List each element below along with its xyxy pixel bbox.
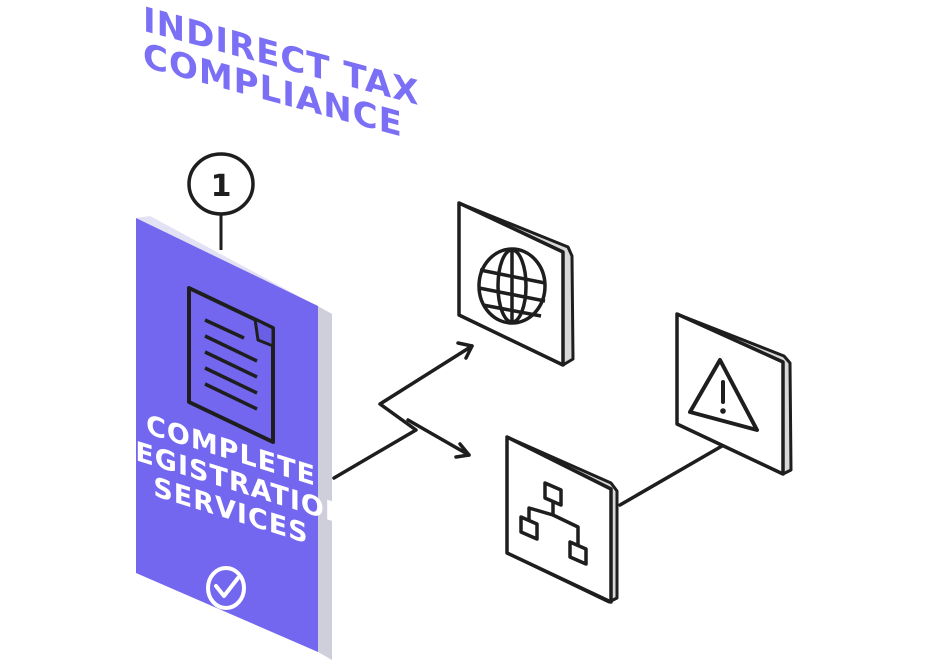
globe-icon [477, 247, 547, 325]
arrow-head-lower [454, 442, 471, 459]
step-circle [187, 152, 255, 216]
warning-icon [688, 358, 759, 432]
check-circle-icon [206, 566, 246, 610]
diagram-heading: INDIRECT TAX COMPLIANCE [143, 0, 419, 145]
hierarchy-tile [505, 435, 619, 604]
hierarchy-icon [519, 481, 588, 566]
warning-tile [675, 312, 793, 476]
registration-card: COMPLETE REGISTRATION SERVICES [114, 216, 348, 660]
globe-tile [457, 201, 575, 367]
document-icon [187, 286, 275, 444]
tile-link [618, 444, 724, 507]
arrow-stem [332, 344, 474, 480]
card-side [318, 306, 332, 660]
arrow-head-upper [456, 341, 474, 360]
step-number: 1 [211, 169, 232, 204]
connector-arrows [332, 341, 724, 507]
card-top-edge [136, 216, 332, 314]
arrow-branch-lower [406, 418, 471, 457]
step-marker: 1 [187, 152, 255, 250]
